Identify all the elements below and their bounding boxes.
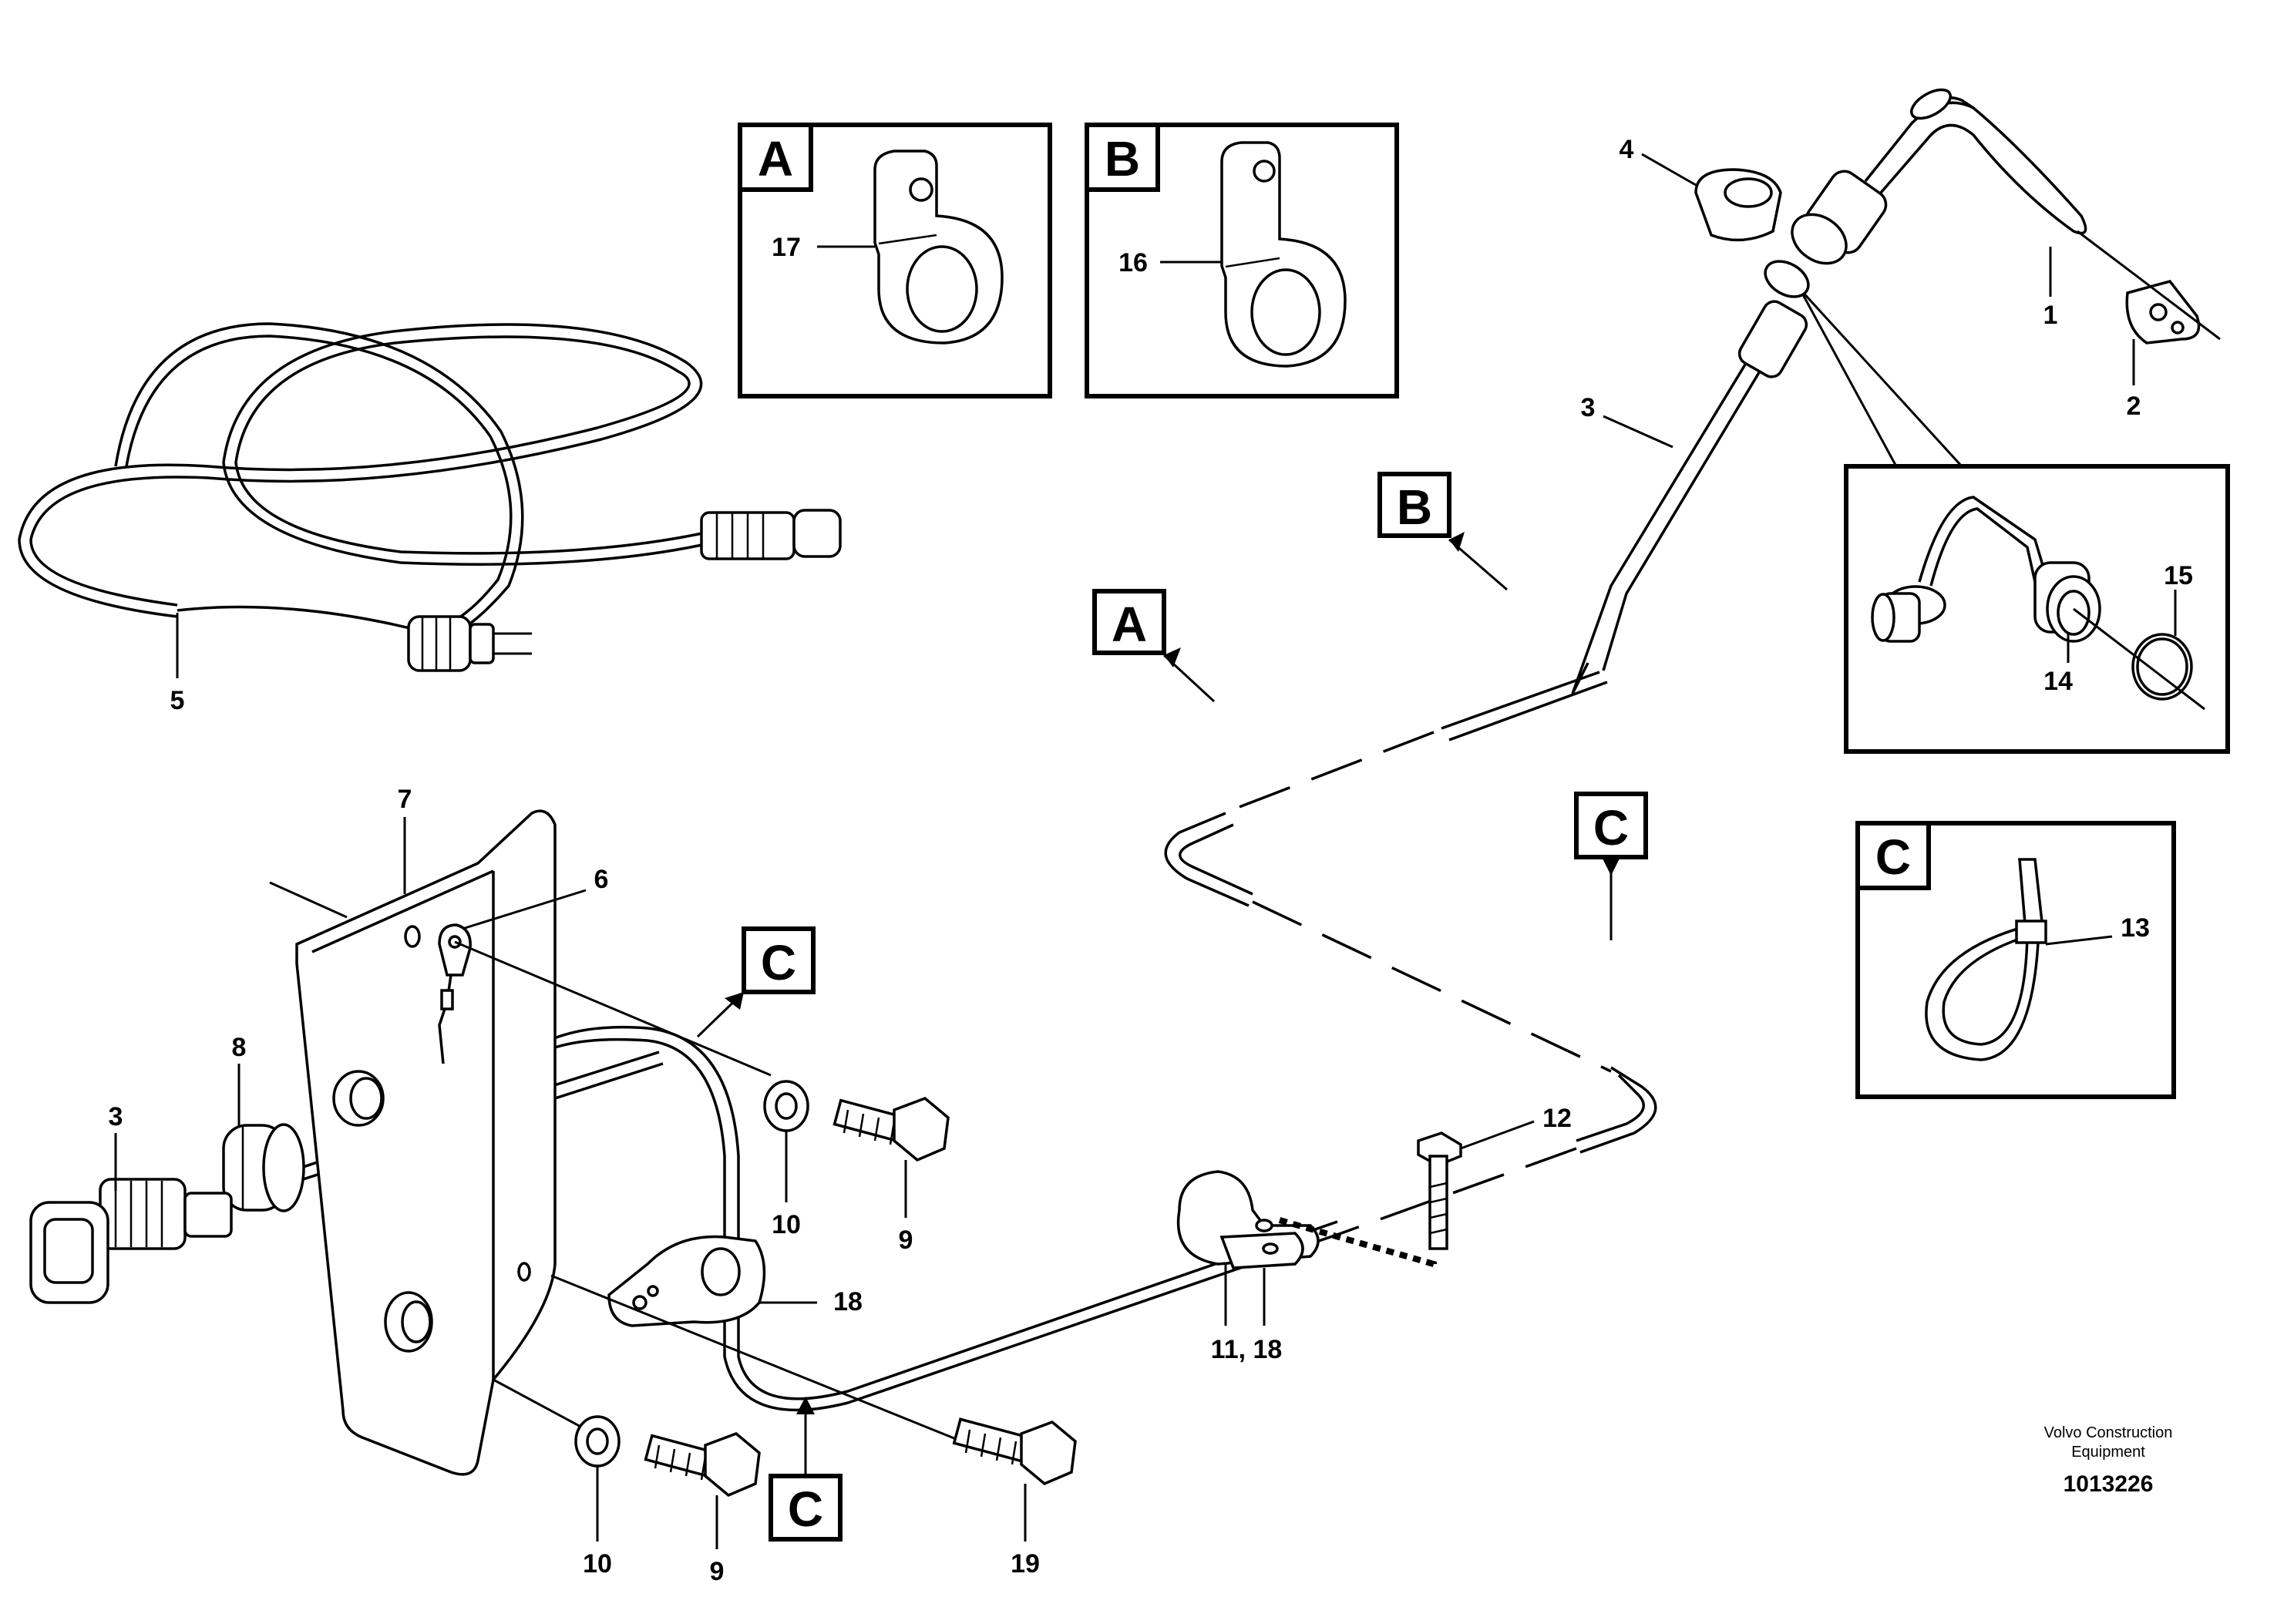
p-clamp-17-icon: [873, 150, 1004, 345]
ref-letter-a: A: [1092, 589, 1216, 703]
callout-9-lower: 9: [710, 1557, 725, 1586]
callout-1: 1: [2043, 301, 2058, 330]
sleeve-4-icon: [1694, 168, 1782, 242]
svg-text:A: A: [1112, 597, 1147, 652]
gasket-2-icon: [2125, 280, 2201, 345]
o-ring-15-icon: [2131, 633, 2193, 701]
cable-connector-icon: [700, 509, 842, 560]
callout-13: 13: [2121, 913, 2150, 943]
callout-8: 8: [232, 1033, 247, 1062]
clamp-18-icon: [607, 1235, 766, 1327]
callout-3-left: 3: [109, 1102, 123, 1131]
detail-box-c: C 13: [1855, 821, 2176, 1099]
svg-text:C: C: [1593, 800, 1629, 856]
callout-7: 7: [398, 785, 412, 814]
bolt-12-icon: [1417, 1131, 1462, 1250]
callout-2: 2: [2127, 392, 2141, 421]
grommet-8-icon: [222, 1123, 305, 1212]
drawing-number: 1013226: [2064, 1471, 2154, 1497]
ref-letter-c-right: C: [1574, 792, 1648, 940]
callout-17: 17: [772, 233, 801, 262]
svg-text:C: C: [761, 935, 796, 990]
detail-a-letter: A: [758, 131, 793, 187]
callout-9-upper: 9: [899, 1226, 913, 1255]
callout-14: 14: [2043, 667, 2073, 696]
callout-11-18: 11, 18: [1211, 1335, 1283, 1364]
mains-plug-icon: [407, 615, 532, 672]
socket-3-icon: [29, 1178, 233, 1304]
callout-4: 4: [1620, 135, 1634, 164]
bolt-9-upper-icon: [832, 1097, 950, 1162]
drawing-footer: Volvo Construction Equipment 1013226: [2044, 1424, 2173, 1497]
callout-15: 15: [2164, 561, 2193, 590]
bolt-19-icon: [952, 1417, 1077, 1486]
detail-c-letter: C: [1875, 829, 1911, 885]
bolt-9-lower-icon: [644, 1432, 761, 1498]
callout-19: 19: [1011, 1549, 1040, 1579]
washer-10-lower-icon: [574, 1415, 621, 1468]
company-name-line1: Volvo Construction: [2044, 1424, 2173, 1441]
callout-18: 18: [833, 1287, 863, 1316]
svg-text:C: C: [788, 1481, 823, 1537]
callout-3-top: 3: [1581, 393, 1596, 422]
clamp-11-icon: [1176, 1170, 1320, 1269]
callout-5: 5: [170, 686, 185, 715]
ref-letter-c-lower: C: [769, 1397, 843, 1542]
heater-element-1-icon: [1791, 88, 2087, 265]
ref-letter-c-upper: C: [696, 926, 816, 1038]
detail-box-a: A 17: [738, 123, 1052, 398]
ref-letter-b: B: [1377, 472, 1508, 591]
callout-6: 6: [594, 865, 609, 894]
p-clamp-16-icon: [1220, 141, 1347, 368]
bracket-panel-7: [295, 809, 557, 1476]
callout-12: 12: [1542, 1104, 1572, 1133]
ground-strap-6-icon: [438, 923, 472, 1064]
callout-16: 16: [1118, 248, 1148, 277]
company-name-line2: Equipment: [2071, 1444, 2145, 1461]
detail-box-b: B 16: [1085, 123, 1399, 398]
detail-box-connector: 14 15: [1844, 464, 2230, 754]
svg-text:B: B: [1397, 479, 1432, 535]
callout-10-upper: 10: [772, 1210, 801, 1239]
callout-10-lower: 10: [583, 1549, 612, 1579]
detail-b-letter: B: [1105, 131, 1140, 187]
cable-tie-13-icon: [1925, 858, 2047, 1061]
washer-10-upper-icon: [763, 1080, 809, 1132]
extension-cable-5: [18, 322, 842, 672]
